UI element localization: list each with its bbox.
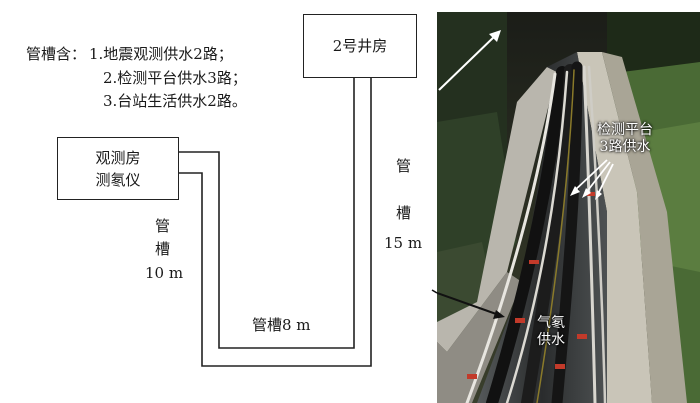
platform-supply-label-2: 3路供水 <box>599 139 651 155</box>
right-trough-length: 15 m <box>384 234 423 252</box>
radon-arrow <box>437 292 505 319</box>
arrow-to-well-house <box>438 30 501 91</box>
observation-room-label: 观测房 <box>95 148 141 167</box>
trough-inner-wall <box>179 78 372 367</box>
right-trough-label-1: 管 <box>396 157 412 175</box>
left-trough-length: 10 m <box>145 264 184 282</box>
radon-supply-label-2: 供水 <box>537 332 565 348</box>
site-photo-drawing <box>437 12 700 403</box>
platform-supply-label: 检测平台 3路供水 <box>597 122 653 156</box>
radon-supply-label: 气氡 供水 <box>537 315 565 349</box>
pipe-clamps <box>467 192 595 379</box>
legend-item-2: 2.检测平台供水3路； <box>103 69 247 87</box>
site-photo: 检测平台 3路供水 气氡 供水 <box>437 12 700 403</box>
radon-supply-label-1: 气氡 <box>537 315 565 331</box>
left-trough-label-2: 槽 <box>155 240 171 258</box>
trough-outer-wall <box>179 78 355 349</box>
left-trough-label-1: 管 <box>155 217 171 235</box>
right-trough-label-2: 槽 <box>396 204 412 222</box>
pipes <box>465 61 607 403</box>
platform-arrows <box>570 159 614 200</box>
arrow-stub <box>431 289 437 294</box>
well-house-box: 2号井房 <box>303 14 417 78</box>
observation-room-box: 观测房 测氡仪 <box>57 137 179 200</box>
platform-supply-label-1: 检测平台 <box>597 122 653 138</box>
pipe-trough-diagram <box>179 78 437 367</box>
bottom-trough-label: 管槽8 m <box>252 316 311 334</box>
legend-heading: 管槽含： <box>26 45 87 63</box>
trough-walls <box>179 78 372 367</box>
legend-item-3: 3.台站生活供水2路。 <box>103 92 247 110</box>
legend-item-1: 1.地震观测供水2路； <box>89 45 233 63</box>
well-house-label: 2号井房 <box>332 37 388 55</box>
radon-meter-label: 测氡仪 <box>95 170 141 189</box>
